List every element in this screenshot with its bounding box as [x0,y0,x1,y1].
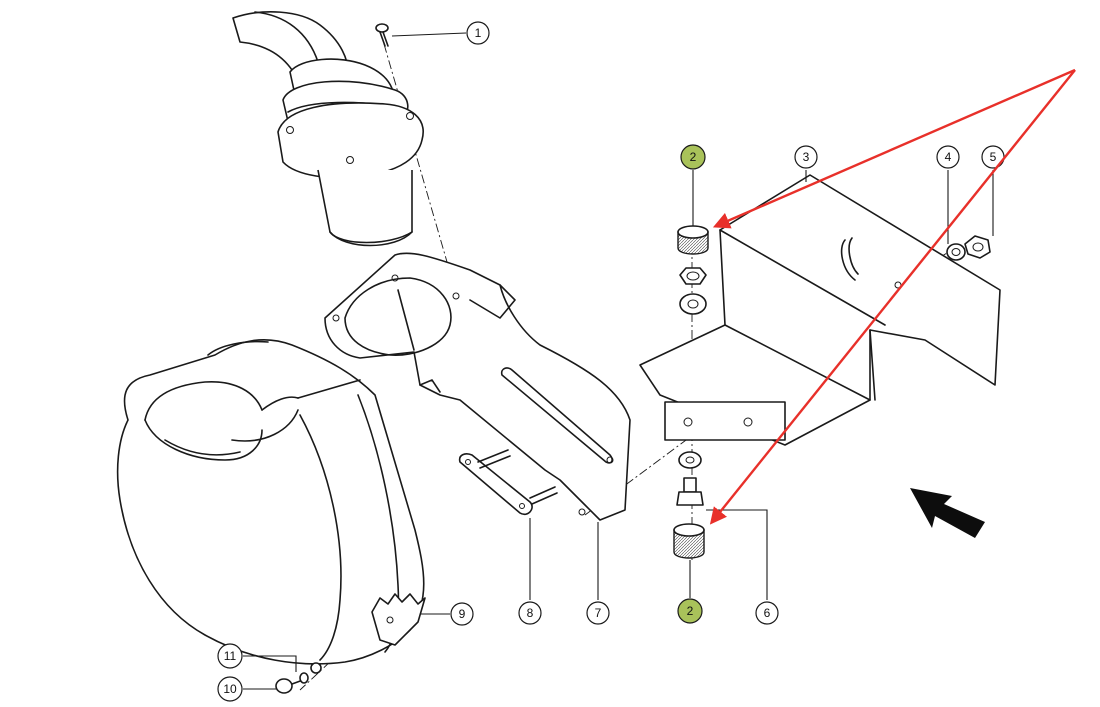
callout-2-bottom: 2 [677,598,703,624]
red-annotation-arrows [709,68,1076,525]
washer-part-4 [946,243,966,261]
bottom-knurled-cap [673,523,705,559]
callout-2-bottom-label: 2 [687,604,694,618]
callout-11-label: 11 [224,649,237,663]
callout-8-label: 8 [527,606,534,620]
callout-6: 6 [755,601,779,625]
callout-3-label: 3 [803,150,810,164]
joystick-boot [232,11,424,247]
callout-5: 5 [981,145,1005,169]
callout-2-top-label: 2 [690,150,697,164]
console-cover [116,339,426,665]
callout-2-top: 2 [680,144,706,170]
top-knurled-cap [677,225,709,255]
callout-9: 9 [450,602,474,626]
callout-9-label: 9 [459,607,466,621]
callout-10-label: 10 [223,682,237,696]
callout-6-label: 6 [764,606,771,620]
callout-4-label: 4 [945,150,952,164]
callout-1-label: 1 [475,26,482,40]
callout-7-label: 7 [595,606,602,620]
bottom-bolt [676,477,704,506]
top-nut [679,267,707,285]
callout-1: 1 [466,21,490,45]
callout-4: 4 [936,145,960,169]
callout-5-label: 5 [990,150,997,164]
mounting-bracket [324,252,631,521]
nut-part-5 [964,235,991,259]
clamp-plate [458,449,558,516]
top-washer [679,293,707,315]
callout-8: 8 [518,601,542,625]
support-bracket [639,174,1001,446]
direction-arrow-icon [910,488,985,538]
callout-11: 11 [217,643,243,669]
small-parts-10-11 [275,662,322,694]
screw-part-1 [375,23,389,47]
callout-10: 10 [217,676,243,702]
callout-3: 3 [794,145,818,169]
bottom-washer [678,451,702,469]
callout-7: 7 [586,601,610,625]
